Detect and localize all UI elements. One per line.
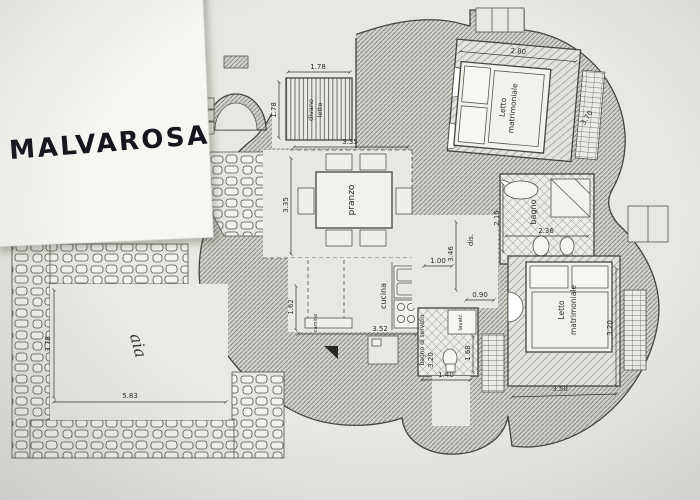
dim-courtyard-height: 3.78: [44, 336, 52, 352]
dim-kitchen-height: 1.62: [287, 299, 295, 315]
service-bathroom-label: bagno di servizio: [419, 314, 426, 365]
dim-dining-height: 3.35: [282, 197, 290, 213]
chair: [359, 229, 387, 247]
pillow: [529, 265, 569, 289]
title-paper: [0, 0, 214, 247]
dim-bathroom-width: 2.36: [538, 227, 554, 235]
service-passage: [432, 376, 470, 426]
bedroom-top-label-line1: Letto: [498, 97, 509, 117]
hallway: dis. 3.46 1.00 0.90: [412, 215, 498, 308]
dim-bedroom-bottom-height: 3.20: [606, 320, 614, 336]
title-sheet: MALVAROSA: [0, 0, 214, 247]
bedroom-bottom-label-line2: matrimoniale: [569, 285, 578, 335]
service-bathroom: lavatr. bagno di servizio 3.20 1.40 1.68: [417, 307, 479, 426]
dining-table-set: pranzo: [297, 153, 413, 247]
chair: [297, 187, 315, 215]
kitchen-label: cucina: [379, 283, 388, 309]
right-window-tab: [627, 205, 669, 243]
bedroom-bottom-door-swing: [507, 291, 524, 323]
dim-service-width: 1.40: [438, 371, 454, 379]
dining-room-label: pranzo: [347, 184, 357, 215]
chair: [325, 229, 353, 247]
bedroom-top: Letto matrimoniale 2.80 3.70: [446, 38, 606, 163]
north-triangle: [324, 346, 338, 359]
dim-dining-width: 3.35: [342, 138, 358, 146]
double-bed-top: Letto matrimoniale: [453, 60, 552, 154]
wardrobe-radiator-bottom: [623, 289, 647, 371]
dining-table: [315, 171, 393, 229]
bathroom-sink: [503, 180, 539, 200]
bedroom-top-label-line2: matrimoniale: [506, 83, 519, 134]
dim-bedroom-bottom-width: 3.50: [552, 385, 568, 393]
chair: [325, 153, 353, 171]
top-window-stub: [475, 7, 525, 33]
dim-kitchen-width: 3.52: [372, 325, 388, 333]
wardrobe-radiator-top: [574, 69, 606, 161]
stone-wall-bottom: [231, 371, 285, 459]
fireplace-label: camino: [313, 314, 319, 332]
courtyard-floor: [50, 284, 228, 420]
dim-bathroom-height: 2.15: [493, 210, 501, 226]
fireplace: camino: [304, 314, 353, 332]
divano-letto-porch: divano letto 1.78 1.78: [270, 63, 353, 141]
shower: [550, 178, 591, 218]
dim-bedroom-top-width: 2.80: [510, 47, 526, 56]
bedroom-bottom: Letto matrimoniale 3.20 3.50: [481, 255, 647, 399]
pillow: [457, 105, 488, 145]
dim-courtyard-width: 5.83: [122, 392, 138, 400]
hallway-label: dis.: [467, 234, 475, 246]
service-toilet: [442, 348, 458, 373]
dim-passage-1: 1.00: [430, 257, 446, 265]
dim-passage-2: 0.90: [472, 291, 488, 299]
pillow: [571, 265, 609, 289]
pillow: [461, 65, 492, 105]
courtyard-wall-bottom: [29, 419, 235, 459]
double-bed-bottom: Letto matrimoniale: [525, 261, 613, 353]
dim-porch-width: 1.78: [310, 63, 326, 71]
bathroom-label: bagno: [529, 199, 538, 224]
divano-label-line2: letto: [316, 103, 324, 118]
dim-hallway-length: 3.46: [447, 246, 455, 262]
boiler-box: [367, 335, 399, 365]
chair: [359, 153, 387, 171]
kitchen: cucina camino 3.52 1.62: [287, 258, 420, 365]
washing-machine-label: lavatr.: [458, 313, 464, 330]
dim-porch-height: 1.78: [270, 102, 278, 118]
washing-machine: lavatr.: [447, 309, 477, 335]
radiator-left: [481, 333, 505, 393]
dining-room: pranzo 3.35 3.35: [263, 138, 413, 259]
dim-service-side: 1.68: [464, 345, 472, 361]
divano-label-line1: divano: [307, 99, 315, 121]
dim-service-height: 3.20: [427, 352, 435, 368]
bathroom: bagno 2.36 2.15: [493, 173, 595, 265]
bedroom-bottom-label-line1: Letto: [557, 300, 566, 320]
chair: [395, 187, 413, 215]
